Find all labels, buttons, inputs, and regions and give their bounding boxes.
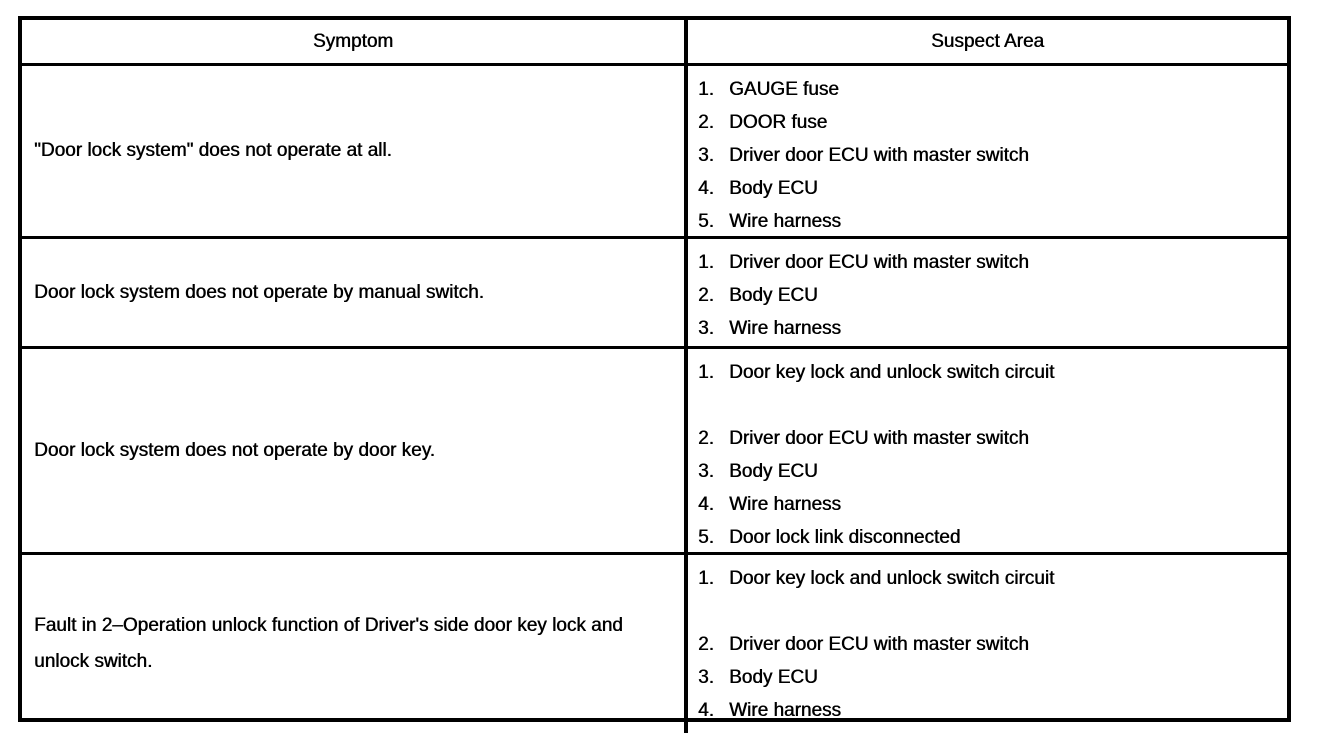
suspect-number: 3. (698, 461, 714, 482)
suspect-label: Wire harness (729, 211, 841, 232)
suspect-number: 1. (698, 252, 714, 273)
suspect-item: 3. Driver door ECU with master switch (698, 145, 1279, 166)
suspect-item: 4. Wire harness (698, 494, 1279, 515)
suspect-item: 1. GAUGE fuse (698, 79, 1279, 100)
suspect-label: Body ECU (729, 667, 818, 688)
symptom-cell: Door lock system does not operate by man… (22, 239, 688, 346)
suspect-label: Door lock link disconnected (729, 527, 961, 548)
suspect-number: 4. (698, 494, 714, 515)
suspect-number: 3. (698, 667, 714, 688)
suspect-label: Body ECU (729, 461, 818, 482)
table-row: Door lock system does not operate by doo… (22, 346, 1287, 552)
symptom-column-header: Symptom (22, 20, 688, 63)
suspect-label: Wire harness (729, 700, 841, 721)
symptom-text: "Door lock system" does not operate at a… (34, 140, 392, 161)
suspect-number: 1. (698, 568, 714, 589)
suspect-number: 5. (698, 211, 714, 232)
suspect-number: 1. (698, 362, 714, 383)
suspect-number: 1. (698, 79, 714, 100)
symptom-cell: Door lock system does not operate by doo… (22, 349, 688, 552)
suspect-item: 5. Door lock link disconnected (698, 527, 1279, 548)
suspect-item: 2. DOOR fuse (698, 112, 1279, 133)
suspect-item: 1. Door key lock and unlock switch circu… (698, 568, 1279, 589)
suspect-label: Wire harness (729, 494, 841, 515)
symptom-cell: "Door lock system" does not operate at a… (22, 66, 688, 236)
suspect-area-cell: 1. Door key lock and unlock switch circu… (688, 555, 1287, 733)
suspect-number: 3. (698, 318, 714, 339)
suspect-area-cell: 1. GAUGE fuse 2. DOOR fuse 3. Driver doo… (688, 66, 1287, 236)
table-row: Door lock system does not operate by man… (22, 236, 1287, 346)
suspect-label: Body ECU (729, 285, 818, 306)
suspect-number: 4. (698, 178, 714, 199)
suspect-label: Driver door ECU with master switch (729, 252, 1029, 273)
suspect-label: Door key lock and unlock switch circuit (729, 362, 1055, 383)
suspect-label: DOOR fuse (729, 112, 828, 133)
suspect-item: 4. Body ECU (698, 178, 1279, 199)
symptom-cell: Fault in 2–Operation unlock function of … (22, 555, 688, 733)
suspect-item: 2. Driver door ECU with master switch (698, 634, 1279, 655)
suspect-item: 5. Wire harness (698, 211, 1279, 232)
suspect-number: 2. (698, 112, 714, 133)
suspect-item: 1. Driver door ECU with master switch (698, 252, 1279, 273)
symptom-text: Door lock system does not operate by doo… (34, 439, 435, 461)
table-header-row: Symptom Suspect Area (22, 20, 1287, 63)
suspect-number: 2. (698, 428, 714, 449)
suspect-label: Body ECU (729, 178, 818, 199)
suspect-number: 2. (698, 285, 714, 306)
suspect-item: 3. Wire harness (698, 318, 1279, 339)
suspect-number: 5. (698, 527, 714, 548)
suspect-item: 4. Wire harness (698, 700, 1279, 721)
table-row: "Door lock system" does not operate at a… (22, 63, 1287, 236)
suspect-label: Driver door ECU with master switch (729, 634, 1029, 655)
suspect-area-cell: 1. Driver door ECU with master switch 2.… (688, 239, 1287, 346)
suspect-label: GAUGE fuse (729, 79, 839, 100)
suspect-label: Driver door ECU with master switch (729, 145, 1029, 166)
suspect-item: 2. Driver door ECU with master switch (698, 428, 1279, 449)
table-row: Fault in 2–Operation unlock function of … (22, 552, 1287, 733)
suspect-item: 3. Body ECU (698, 461, 1279, 482)
suspect-area-column-header: Suspect Area (930, 30, 1045, 52)
suspect-label: Driver door ECU with master switch (729, 428, 1029, 449)
troubleshooting-table: Symptom Suspect Area "Door lock system" … (18, 16, 1291, 733)
suspect-item: 3. Body ECU (698, 667, 1279, 688)
suspect-number: 3. (698, 145, 714, 166)
suspect-item: 1. Door key lock and unlock switch circu… (698, 362, 1279, 383)
suspect-item: 2. Body ECU (698, 285, 1279, 306)
suspect-area-cell: 1. Door key lock and unlock switch circu… (688, 349, 1287, 552)
suspect-label: Wire harness (729, 318, 841, 339)
symptom-text: Door lock system does not operate by man… (34, 281, 484, 303)
symptom-text: Fault in 2–Operation unlock function of … (34, 615, 623, 672)
suspect-label: Door key lock and unlock switch circuit (729, 568, 1055, 589)
suspect-number: 2. (698, 634, 714, 655)
suspect-number: 4. (698, 700, 714, 721)
